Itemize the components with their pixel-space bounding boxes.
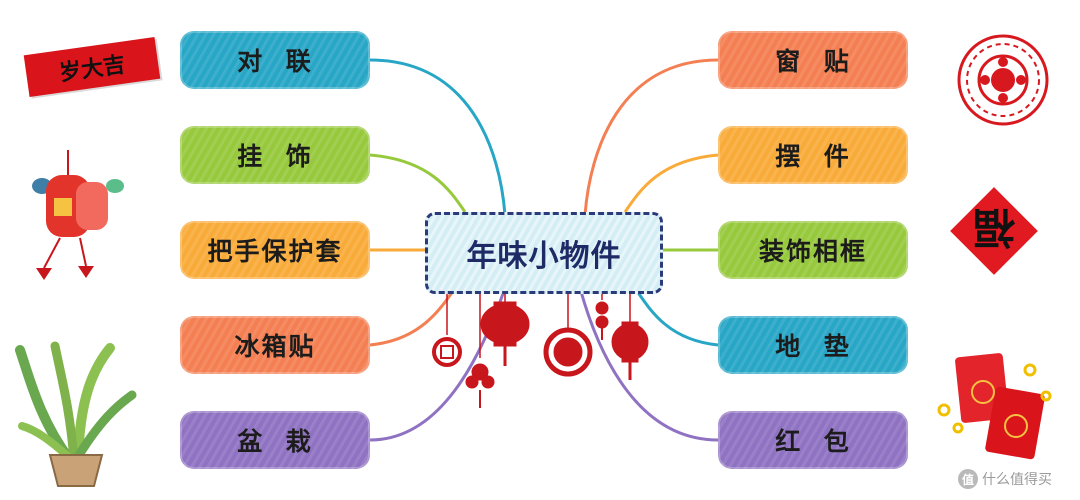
node-window-sticker: 窗 贴 <box>718 31 908 89</box>
node-fridge-magnet: 冰箱贴 <box>180 316 370 374</box>
lantern-icon <box>32 150 124 280</box>
watermark-badge: 值 <box>958 469 978 489</box>
node-label: 对 联 <box>237 47 313 76</box>
node-bonsai: 盆 栽 <box>180 411 370 469</box>
red-envelope-icon <box>937 353 1052 460</box>
node-label: 窗 贴 <box>775 47 851 76</box>
node-photo-frame: 装饰相框 <box>718 221 908 279</box>
hanging-ornaments <box>432 288 649 408</box>
node-guashi: 挂 饰 <box>180 126 370 184</box>
watermark-text: 什么值得买 <box>982 472 1052 488</box>
node-floor-mat: 地 垫 <box>718 316 908 374</box>
node-ornament: 摆 件 <box>718 126 908 184</box>
couplet-text: 岁大吉 <box>57 51 127 87</box>
node-label: 地 垫 <box>775 332 851 361</box>
node-handle-cover: 把手保护套 <box>180 221 370 279</box>
center-topic: 年味小物件 <box>425 212 663 294</box>
node-label: 摆 件 <box>775 142 851 171</box>
potted-plant-icon <box>15 341 137 487</box>
node-label: 装饰相框 <box>758 237 867 266</box>
node-label: 盆 栽 <box>237 427 313 456</box>
node-duilian: 对 联 <box>180 31 370 89</box>
node-label: 冰箱贴 <box>234 332 316 361</box>
watermark: 值 什么值得买 <box>958 468 1052 490</box>
node-red-envelope: 红 包 <box>718 411 908 469</box>
node-label: 红 包 <box>775 427 851 456</box>
node-label: 挂 饰 <box>237 142 313 171</box>
window-paper-cut-icon <box>957 34 1049 126</box>
fu-char: 福 <box>973 203 1016 253</box>
node-label: 把手保护套 <box>207 237 343 266</box>
center-label: 年味小物件 <box>466 239 622 274</box>
